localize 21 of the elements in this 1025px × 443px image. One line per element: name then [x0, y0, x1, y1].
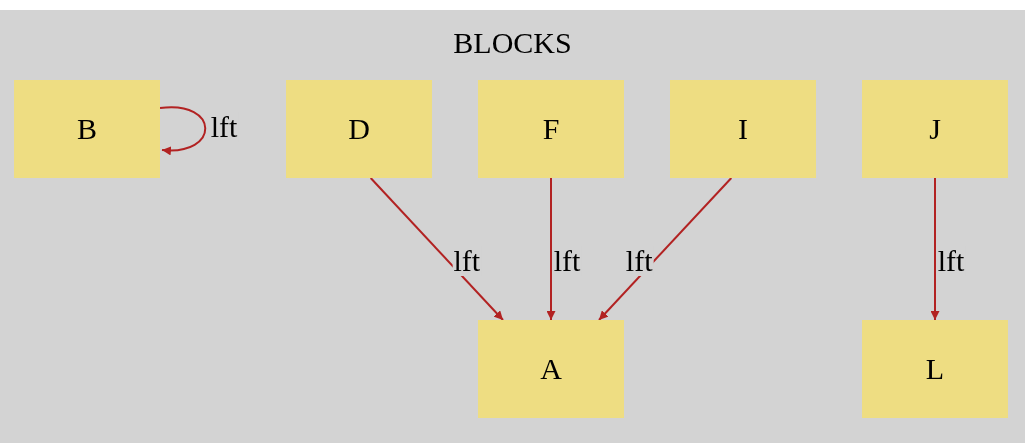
node-label: B: [77, 112, 97, 146]
node-label: L: [925, 352, 945, 386]
node-label: I: [738, 112, 748, 146]
block-box: [478, 320, 624, 418]
node-label: A: [540, 352, 562, 386]
arrow: [546, 177, 556, 321]
cluster-title: BLOCKS: [453, 26, 572, 60]
block-box: [14, 80, 160, 178]
arrow: [159, 106, 207, 155]
arrow: [369, 177, 504, 321]
cluster-panel: [0, 10, 1025, 443]
block-box: [478, 80, 624, 178]
node-label: J: [929, 112, 941, 146]
node-label: D: [348, 112, 370, 146]
block-box: [670, 80, 816, 178]
node-label: F: [542, 112, 560, 146]
block-box: [862, 80, 1008, 178]
arrow: [930, 177, 940, 321]
block-box: [862, 320, 1008, 418]
arrow: [598, 177, 733, 321]
block-box: [286, 80, 432, 178]
